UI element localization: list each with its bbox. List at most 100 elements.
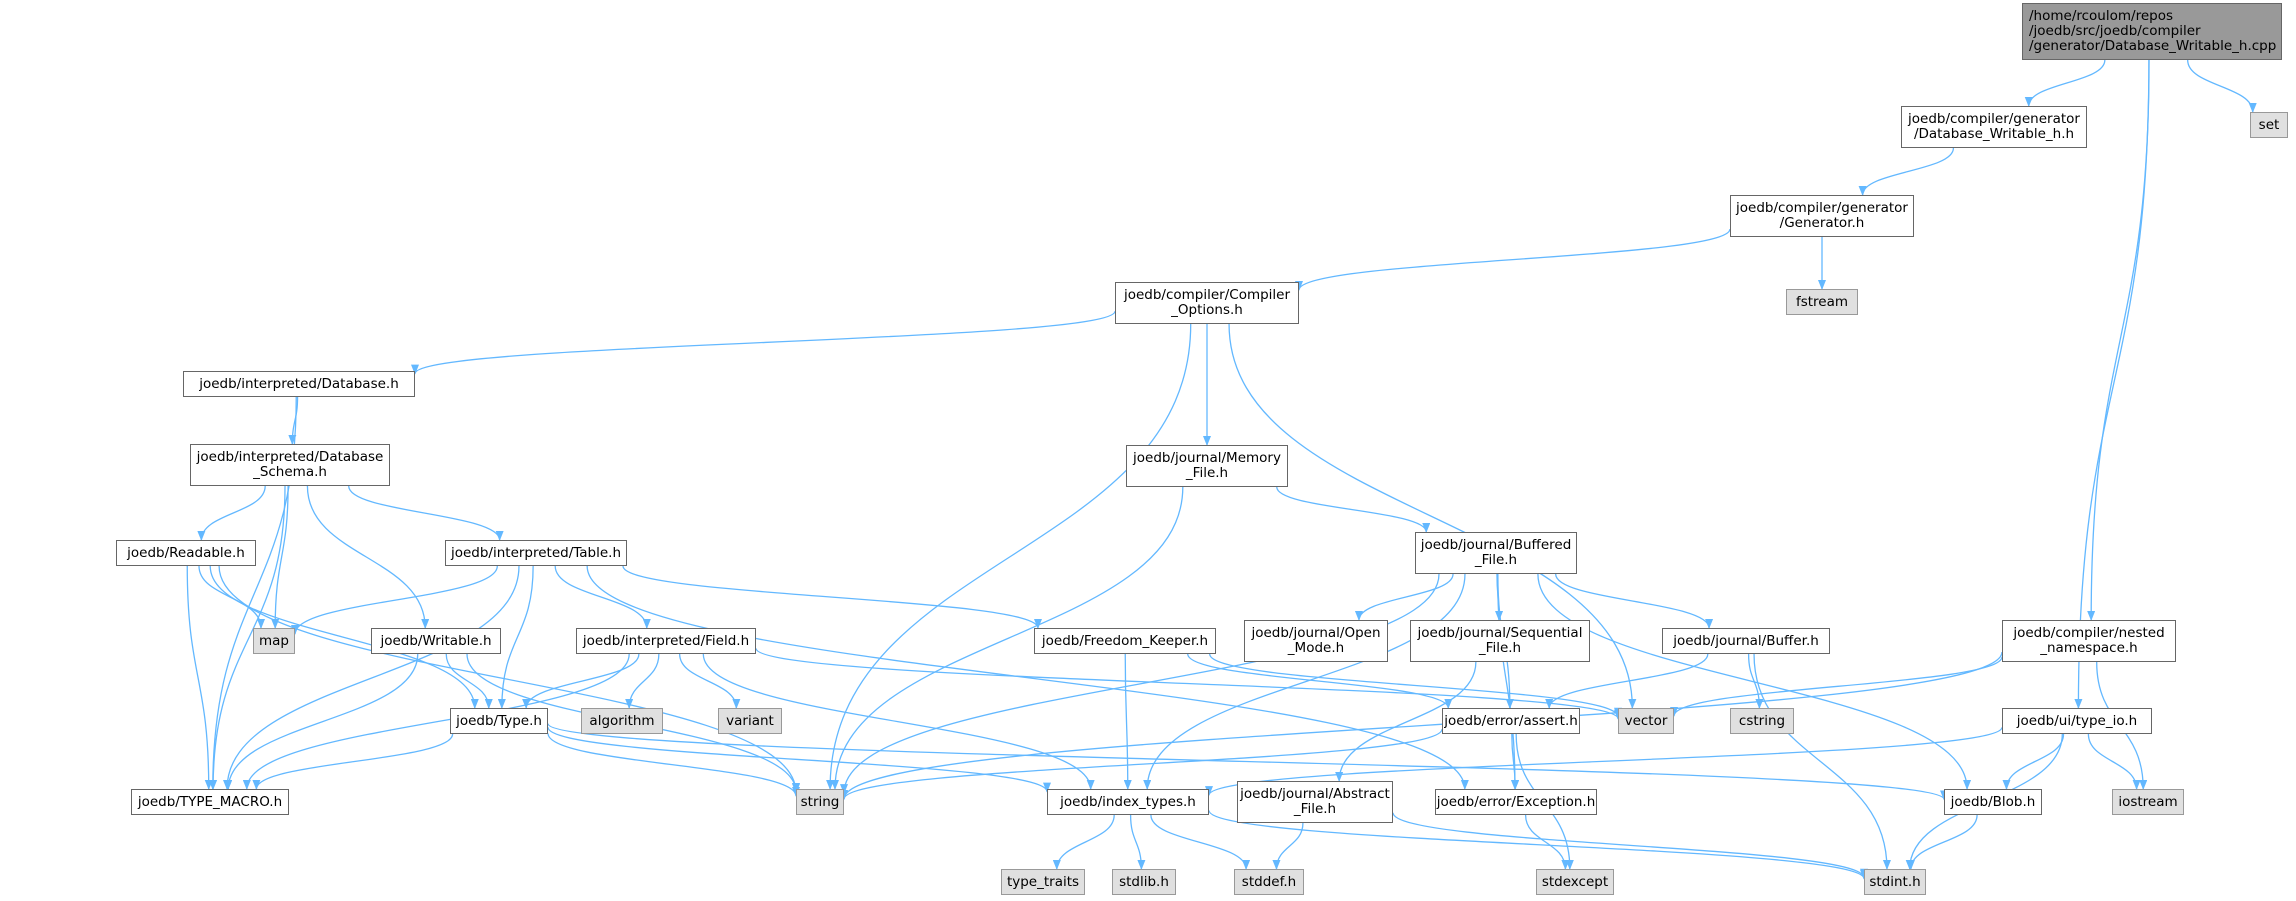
edge-buffered-to-exception bbox=[1497, 573, 1519, 790]
node-nested[interactable]: joedb/compiler/nested_namespace.h bbox=[2002, 620, 2176, 662]
node-label-line: joedb/journal/Abstract bbox=[1240, 786, 1390, 802]
node-typeio[interactable]: joedb/ui/type_io.h bbox=[2002, 708, 2152, 734]
node-label-line: _Mode.h bbox=[1287, 640, 1345, 656]
node-label-line: joedb/Readable.h bbox=[127, 544, 245, 561]
node-label-line: fstream bbox=[1795, 293, 1849, 310]
node-assert[interactable]: joedb/error/assert.h bbox=[1442, 708, 1580, 734]
node-label-line: iostream bbox=[2118, 793, 2178, 810]
node-label-line: /Generator.h bbox=[1779, 215, 1865, 231]
node-writable[interactable]: joedb/Writable.h bbox=[371, 628, 501, 654]
node-label-line: joedb/interpreted/Field.h bbox=[582, 632, 750, 649]
node-label-line: joedb/compiler/Compiler bbox=[1123, 287, 1291, 303]
node-label-line: joedb/Writable.h bbox=[380, 632, 492, 649]
node-label-line: joedb/error/Exception.h bbox=[1436, 793, 1596, 810]
edge-root-to-dbw bbox=[2024, 59, 2106, 107]
node-itable[interactable]: joedb/interpreted/Table.h bbox=[445, 540, 627, 566]
node-copts[interactable]: joedb/compiler/Compiler_Options.h bbox=[1115, 282, 1299, 324]
node-label-line: _namespace.h bbox=[2040, 640, 2138, 656]
node-label-line: joedb/journal/Open bbox=[1251, 625, 1381, 641]
node-typemacro[interactable]: joedb/TYPE_MACRO.h bbox=[131, 789, 289, 815]
edge-readable-to-typemacro bbox=[186, 565, 213, 790]
edge-freedom-to-assert bbox=[1187, 653, 1453, 709]
edge-readable-to-typeh bbox=[209, 565, 479, 709]
edge-ischema-to-typemacro bbox=[209, 485, 286, 790]
edge-typeio-to-blob bbox=[2002, 733, 2065, 790]
edge-ifield-to-indextypes bbox=[702, 653, 1095, 790]
edge-indextypes-to-stdlib bbox=[1129, 814, 1146, 870]
node-label-line: /generator/Database_Writable_h.cpp bbox=[2029, 38, 2277, 54]
node-label-line: joedb/Type.h bbox=[456, 712, 542, 729]
node-label-line: _File.h bbox=[1293, 801, 1337, 817]
node-freedom[interactable]: joedb/Freedom_Keeper.h bbox=[1034, 628, 1216, 654]
node-label-line: variant bbox=[726, 712, 774, 729]
edge-buffered-to-indextypes bbox=[1143, 573, 1466, 790]
edge-ifield-to-variant bbox=[679, 653, 741, 709]
node-typeh[interactable]: joedb/Type.h bbox=[450, 708, 548, 734]
edge-copts-to-string bbox=[826, 323, 1192, 790]
node-ifield[interactable]: joedb/interpreted/Field.h bbox=[576, 628, 756, 654]
node-label-line: joedb/ui/type_io.h bbox=[2016, 712, 2138, 729]
node-gen[interactable]: joedb/compiler/generator/Generator.h bbox=[1730, 195, 1914, 237]
node-label-line: string bbox=[800, 793, 840, 810]
node-exception[interactable]: joedb/error/Exception.h bbox=[1435, 789, 1597, 815]
edge-ifield-to-typemacro bbox=[242, 653, 630, 790]
node-blob[interactable]: joedb/Blob.h bbox=[1944, 789, 2042, 815]
edge-root-to-typeio bbox=[2074, 59, 2150, 709]
node-label-line: algorithm bbox=[589, 712, 655, 729]
node-vector: vector bbox=[1618, 708, 1674, 734]
edge-buffered-to-string bbox=[840, 573, 1440, 795]
node-typetraits: type_traits bbox=[1001, 869, 1085, 895]
edge-buffer-to-stdint bbox=[1753, 653, 1891, 870]
edge-ifield-to-typeh bbox=[522, 653, 640, 709]
edge-ifield-to-vector bbox=[755, 647, 1622, 720]
node-root[interactable]: /home/rcoulom/repos/joedb/src/joedb/comp… bbox=[2022, 3, 2282, 60]
node-seqfile[interactable]: joedb/journal/Sequential_File.h bbox=[1410, 620, 1590, 662]
node-label-line: stdlib.h bbox=[1119, 873, 1169, 890]
edge-assert-to-string bbox=[840, 728, 1443, 801]
node-idb[interactable]: joedb/interpreted/Database.h bbox=[183, 371, 415, 397]
node-label-line: map bbox=[259, 632, 289, 649]
edge-itable-to-typemacro bbox=[223, 565, 520, 790]
node-indextypes[interactable]: joedb/index_types.h bbox=[1047, 789, 1209, 815]
node-algorithm: algorithm bbox=[581, 708, 663, 734]
edge-buffered-to-openmode bbox=[1354, 573, 1454, 621]
node-label-line: joedb/Freedom_Keeper.h bbox=[1041, 632, 1209, 649]
edge-typeh-to-typemacro bbox=[252, 733, 454, 790]
node-ischema[interactable]: joedb/interpreted/Database_Schema.h bbox=[190, 444, 390, 486]
node-buffer[interactable]: joedb/journal/Buffer.h bbox=[1662, 628, 1830, 654]
node-label-line: vector bbox=[1624, 712, 1668, 729]
edge-typeio-to-iostream bbox=[2087, 733, 2141, 790]
node-iostream: iostream bbox=[2112, 789, 2184, 815]
node-openmode[interactable]: joedb/journal/Open_Mode.h bbox=[1244, 620, 1388, 662]
node-abstract[interactable]: joedb/journal/Abstract_File.h bbox=[1237, 781, 1393, 823]
node-mem[interactable]: joedb/journal/Memory_File.h bbox=[1126, 445, 1288, 487]
node-fstream: fstream bbox=[1786, 289, 1858, 315]
node-readable[interactable]: joedb/Readable.h bbox=[116, 540, 256, 566]
edge-ischema-to-itable bbox=[348, 485, 504, 541]
node-cstring: cstring bbox=[1730, 708, 1794, 734]
node-label-line: _Options.h bbox=[1171, 302, 1243, 318]
node-map: map bbox=[253, 628, 295, 654]
edge-ischema-to-writable bbox=[306, 485, 430, 629]
edge-buffered-to-buffer bbox=[1555, 573, 1714, 629]
edge-copts-to-idb bbox=[411, 310, 1116, 375]
node-label-line: joedb/compiler/nested bbox=[2013, 625, 2165, 641]
node-stdexcept: stdexcept bbox=[1536, 869, 1614, 895]
node-buffered[interactable]: joedb/journal/Buffered_File.h bbox=[1415, 532, 1577, 574]
node-label-line: stdint.h bbox=[1869, 873, 1921, 890]
node-label-line: type_traits bbox=[1006, 873, 1080, 890]
edge-nested-to-string bbox=[840, 651, 2003, 800]
edge-writable-to-typemacro bbox=[224, 653, 419, 790]
edge-typeh-to-string bbox=[547, 733, 800, 797]
edge-freedom-to-indextypes bbox=[1123, 653, 1132, 790]
node-label-line: stdexcept bbox=[1541, 873, 1609, 890]
edge-mem-to-string bbox=[830, 486, 1184, 790]
edge-assert-to-exception bbox=[1511, 733, 1520, 790]
node-label-line: joedb/compiler/generator bbox=[1908, 111, 2080, 127]
edge-root-to-set bbox=[2187, 59, 2257, 113]
node-stdint: stdint.h bbox=[1864, 869, 1926, 895]
node-dbw[interactable]: joedb/compiler/generator/Database_Writab… bbox=[1901, 106, 2087, 148]
node-label-line: stddef.h bbox=[1241, 873, 1297, 890]
edge-readable-to-string bbox=[218, 565, 800, 794]
